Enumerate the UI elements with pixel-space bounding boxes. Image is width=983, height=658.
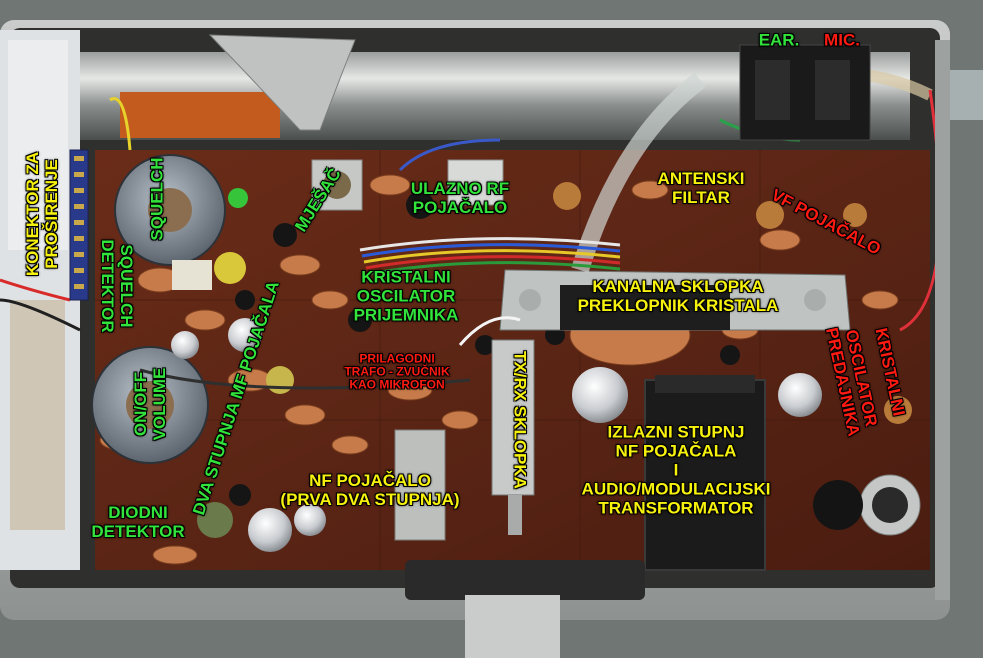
- photo-canvas: EAR. MIC. KONEKTOR ZA PROŠIRENJE SQUELCH…: [0, 20, 983, 658]
- walkie-talkie-circuit-board-photo: [0, 20, 983, 658]
